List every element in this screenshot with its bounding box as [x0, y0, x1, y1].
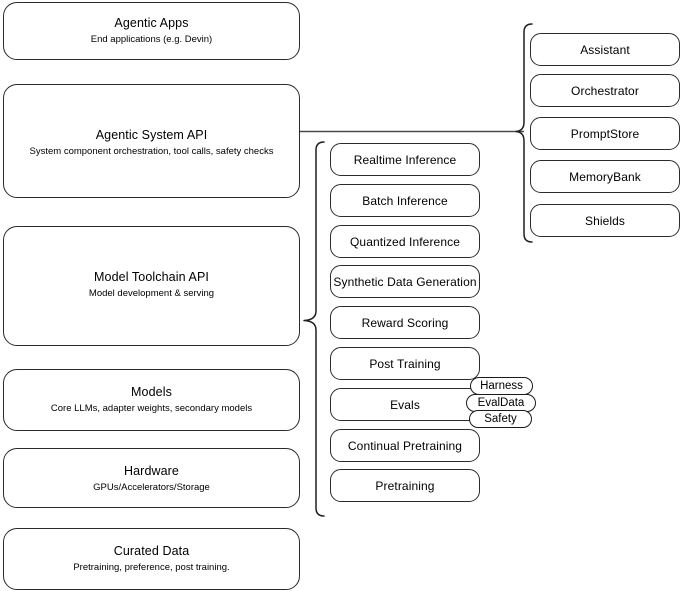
connector-agentic-system-api-to-right-group — [298, 124, 528, 140]
pill-label: Harness — [480, 380, 523, 392]
layer-subtitle: Core LLMs, adapter weights, secondary mo… — [50, 403, 253, 414]
layer-subtitle: GPUs/Accelerators/Storage — [93, 482, 210, 493]
chip-label: Orchestrator — [571, 83, 639, 98]
chip-label: Continual Pretraining — [347, 438, 463, 453]
layer-subtitle: End applications (e.g. Devin) — [90, 34, 213, 45]
layer-models[interactable]: Models Core LLMs, adapter weights, secon… — [3, 369, 300, 431]
layer-title: Model Toolchain API — [94, 270, 209, 284]
layer-title: Agentic System API — [95, 128, 208, 142]
layer-title: Agentic Apps — [114, 16, 189, 30]
chip-continual-pretraining[interactable]: Continual Pretraining — [330, 429, 480, 462]
layer-subtitle: Model development & serving — [88, 288, 215, 299]
layer-subtitle: Pretraining, preference, post training. — [73, 562, 230, 573]
chip-synthetic-data-generation[interactable]: Synthetic Data Generation — [330, 265, 480, 298]
chip-label: MemoryBank — [569, 169, 641, 184]
chip-evals[interactable]: Evals — [330, 388, 480, 421]
chip-reward-scoring[interactable]: Reward Scoring — [330, 306, 480, 339]
pill-safety[interactable]: Safety — [469, 410, 532, 428]
chip-label: Synthetic Data Generation — [333, 274, 477, 289]
chip-label: Post Training — [369, 356, 441, 371]
chip-orchestrator[interactable]: Orchestrator — [530, 74, 680, 107]
pill-label: Safety — [484, 413, 517, 425]
chip-shields[interactable]: Shields — [530, 204, 680, 237]
chip-label: Pretraining — [375, 478, 435, 493]
layer-model-toolchain-api[interactable]: Model Toolchain API Model development & … — [3, 226, 300, 346]
chip-label: Shields — [584, 213, 626, 228]
chip-assistant[interactable]: Assistant — [530, 33, 680, 66]
chip-label: Evals — [390, 397, 420, 412]
layer-title: Hardware — [124, 464, 179, 478]
layer-curated-data[interactable]: Curated Data Pretraining, preference, po… — [3, 528, 300, 590]
layer-title: Curated Data — [113, 544, 190, 558]
chip-label: Assistant — [580, 42, 630, 57]
chip-batch-inference[interactable]: Batch Inference — [330, 184, 480, 217]
chip-label: Realtime Inference — [353, 152, 457, 167]
chip-realtime-inference[interactable]: Realtime Inference — [330, 143, 480, 176]
chip-label: PromptStore — [570, 126, 640, 141]
chip-label: Batch Inference — [362, 193, 448, 208]
layer-agentic-apps[interactable]: Agentic Apps End applications (e.g. Devi… — [3, 2, 300, 60]
layer-hardware[interactable]: Hardware GPUs/Accelerators/Storage — [3, 448, 300, 508]
chip-label: Quantized Inference — [350, 234, 460, 249]
chip-promptstore[interactable]: PromptStore — [530, 117, 680, 150]
layer-title: Models — [131, 385, 172, 399]
pill-label: EvalData — [477, 397, 525, 409]
chip-memorybank[interactable]: MemoryBank — [530, 160, 680, 193]
chip-pretraining[interactable]: Pretraining — [330, 469, 480, 502]
chip-quantized-inference[interactable]: Quantized Inference — [330, 225, 480, 258]
chip-post-training[interactable]: Post Training — [330, 347, 480, 380]
bracket-middle-group — [300, 140, 326, 518]
pill-harness[interactable]: Harness — [470, 377, 533, 395]
layer-subtitle: System component orchestration, tool cal… — [29, 146, 274, 157]
chip-label: Reward Scoring — [361, 315, 449, 330]
layer-agentic-system-api[interactable]: Agentic System API System component orch… — [3, 84, 300, 198]
